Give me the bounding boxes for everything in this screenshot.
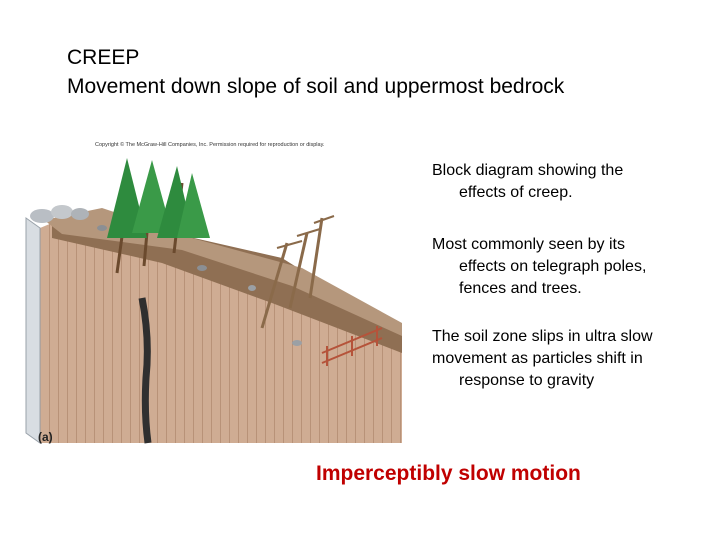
title-line-1: CREEP	[67, 46, 140, 69]
note-block-diagram: Block diagram showing the effects of cre…	[432, 160, 623, 204]
boulders	[30, 205, 302, 346]
title-line-2: Movement down slope of soil and uppermos…	[67, 75, 565, 98]
note-line: Most commonly seen by its	[432, 236, 625, 253]
dark-rock-band	[138, 297, 152, 444]
bedrock-side-face	[25, 217, 41, 444]
note-line: Block diagram showing the	[432, 162, 624, 179]
note-line: The soil zone slips in ultra slow	[432, 328, 653, 345]
bedrock-front-face	[40, 223, 402, 443]
soil-layer	[52, 223, 402, 353]
note-soil-zone: The soil zone slips in ultra slow moveme…	[432, 326, 653, 392]
slide-title: CREEP Movement down slope of soil and up…	[67, 43, 564, 101]
note-line: response to gravity	[459, 372, 595, 389]
emphasis-text: Imperceptibly slow motion	[316, 462, 581, 485]
trees	[107, 158, 210, 274]
telegraph-poles	[260, 215, 335, 329]
note-line: fences and trees.	[459, 280, 582, 297]
creep-block-diagram	[25, 158, 402, 444]
copyright-notice: Copyright © The McGraw-Hill Companies, I…	[95, 142, 325, 148]
soil-surface	[44, 208, 402, 336]
note-commonly-seen: Most commonly seen by its effects on tel…	[432, 234, 646, 300]
note-line: movement as particles shift in	[432, 350, 643, 367]
figure-label: (a)	[38, 430, 53, 444]
note-line: effects on telegraph poles,	[459, 258, 647, 275]
fence	[321, 326, 383, 366]
note-line: effects of creep.	[459, 184, 573, 201]
